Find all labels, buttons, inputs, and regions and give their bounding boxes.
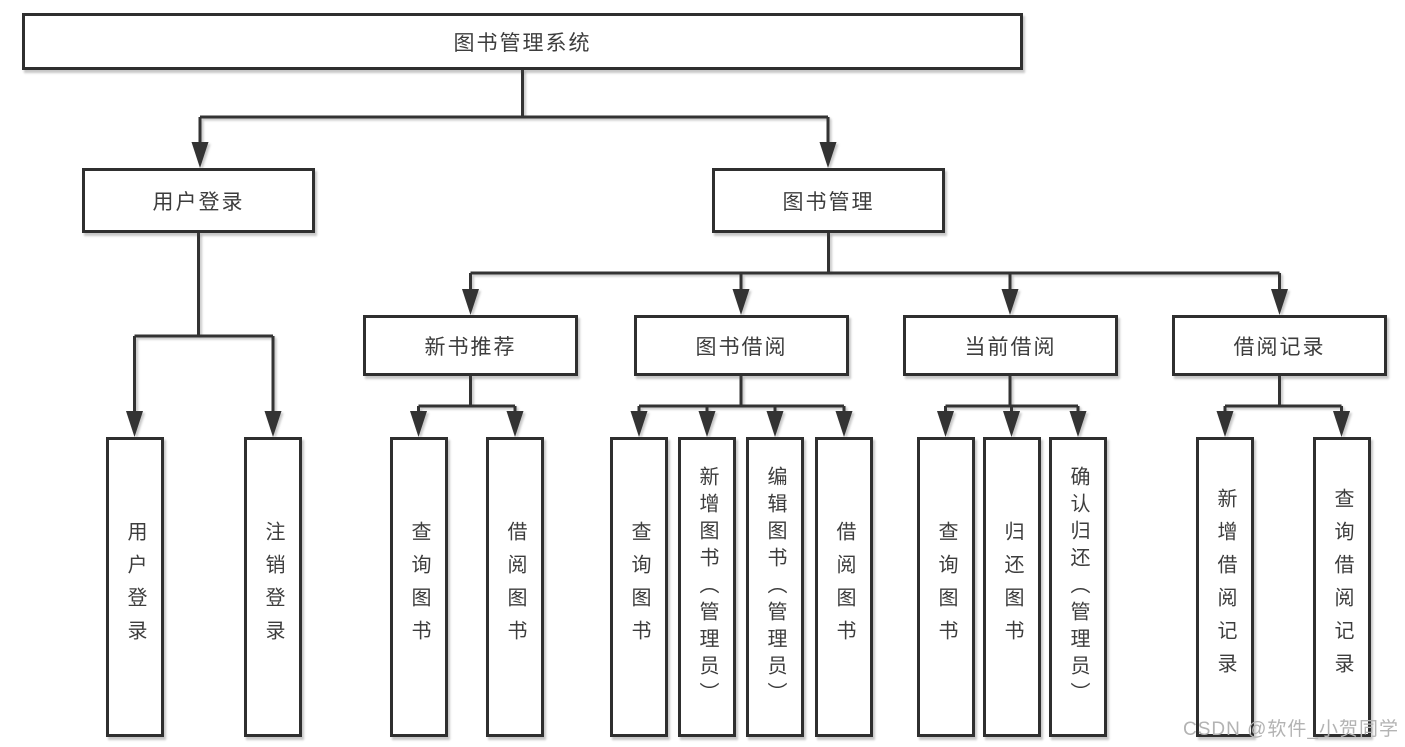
node-query-books-current: 查询图书 [917,437,975,737]
node-label: 用户登录 [124,521,146,653]
node-book-management: 图书管理 [712,168,945,233]
node-label: 新增借阅记录 [1214,488,1236,686]
arrowhead [1069,411,1087,437]
node-user-login: 用户登录 [82,168,315,233]
node-borrow-books-new: 借阅图书 [486,437,544,737]
node-borrow-books-borrow: 借阅图书 [815,437,873,737]
connector-current-borrow-to-leaves [937,376,1087,437]
node-label: 查询图书 [935,521,957,653]
node-library-system: 图书管理系统 [22,13,1023,70]
arrowhead [1216,411,1234,437]
node-add-borrow-record: 新增借阅记录 [1196,437,1254,737]
node-query-books-new: 查询图书 [390,437,448,737]
node-new-book-recommend: 新书推荐 [363,315,578,376]
node-label: 图书借阅 [695,335,788,359]
connector-book-management-to-level3 [462,233,1288,315]
arrowhead [630,411,648,437]
arrowhead [1271,289,1288,315]
node-edit-books-admin: 编辑图书（管理员） [746,437,804,737]
arrowhead [766,411,784,437]
connector-user-login-to-leaves [126,233,282,437]
node-label: 图书管理 [782,190,875,214]
node-label: 查询图书 [408,521,430,653]
arrowhead [126,411,143,437]
node-label: 查询图书 [628,521,650,653]
node-label: 确认归还（管理员） [1067,465,1089,709]
arrowhead [937,411,954,437]
arrowhead [698,411,716,437]
node-query-borrow-record: 查询借阅记录 [1313,437,1371,737]
connector-new-book-to-leaves [410,376,524,437]
node-user-login-item: 用户登录 [106,437,164,737]
arrowhead [462,289,479,315]
node-label: 编辑图书（管理员） [764,465,786,709]
node-label: 借阅图书 [504,521,526,653]
arrowhead [410,411,427,437]
connector-book-borrow-to-leaves [630,376,853,437]
arrowhead [732,289,750,315]
arrowhead [191,142,209,168]
node-query-books-borrow: 查询图书 [610,437,668,737]
node-borrowing-records: 借阅记录 [1172,315,1387,376]
arrowhead [1333,411,1350,437]
arrowhead [835,411,853,437]
node-label: 查询借阅记录 [1331,488,1353,686]
node-label: 用户登录 [152,190,245,214]
node-label: 注销登录 [262,521,284,653]
arrowhead [1003,411,1020,437]
node-current-borrowing: 当前借阅 [903,315,1118,376]
node-label: 当前借阅 [964,335,1057,359]
arrowhead [819,142,837,168]
node-label: 借阅图书 [833,521,855,653]
watermark: CSDN @软件_小贺同学 [1183,719,1399,740]
node-confirm-return-admin: 确认归还（管理员） [1049,437,1107,737]
arrowhead [264,411,282,437]
connector-root-to-level2 [191,70,837,168]
node-label: 借阅记录 [1233,335,1326,359]
node-label: 新书推荐 [424,335,517,359]
node-add-books-admin: 新增图书（管理员） [678,437,736,737]
node-user-logout-item: 注销登录 [244,437,302,737]
node-return-books: 归还图书 [983,437,1041,737]
node-label: 新增图书（管理员） [696,465,718,709]
node-book-borrowing: 图书借阅 [634,315,849,376]
arrowhead [506,411,524,437]
connector-borrow-records-to-leaves [1216,376,1350,437]
arrowhead [1001,289,1019,315]
node-label: 归还图书 [1001,521,1023,653]
node-label: 图书管理系统 [453,31,592,55]
